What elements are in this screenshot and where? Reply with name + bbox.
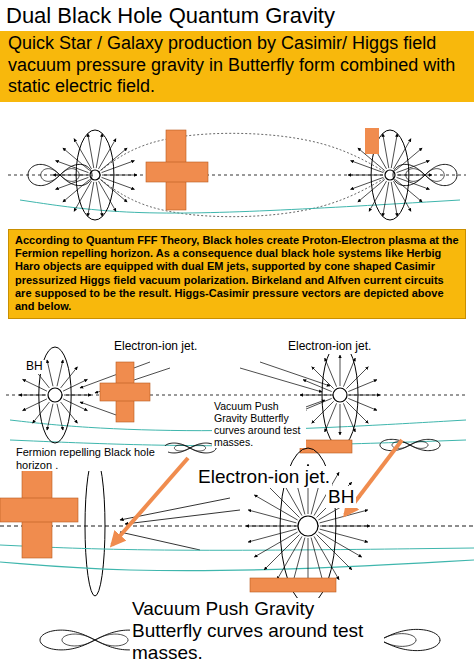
butterfly-label: Vacuum Push Gravity Butterfly curves aro… — [130, 598, 384, 664]
pressure-vector — [254, 495, 297, 520]
subtitle-panel: Quick Star / Galaxy production by Casimi… — [0, 31, 474, 102]
pressure-vector — [102, 161, 135, 173]
pressure-vector — [120, 532, 200, 550]
butterfly-curve — [380, 439, 440, 450]
butterfly-curve — [41, 169, 79, 182]
pressure-vector — [102, 175, 137, 176]
pressure-vector — [320, 526, 370, 527]
test-mass — [146, 162, 208, 182]
axis-line — [0, 526, 474, 527]
pressure-vector — [320, 510, 368, 523]
pressure-vector — [383, 182, 389, 216]
pressure-vector — [254, 532, 297, 557]
pressure-vector — [320, 529, 368, 542]
pressure-vector — [102, 177, 135, 189]
test-mass — [100, 383, 150, 401]
pressure-vector — [23, 379, 47, 391]
black-hole — [333, 388, 347, 402]
pressure-vector — [318, 532, 361, 557]
black-hole — [48, 388, 62, 402]
panel-text: Quick Star / Galaxy production by Casimi… — [8, 33, 466, 98]
pressure-vector — [348, 398, 377, 410]
black-hole-label: BH — [24, 360, 45, 374]
pressure-vector — [397, 177, 430, 189]
horizon-label: Fermion repelling Black hole horizon . — [14, 446, 168, 471]
axis-line — [6, 395, 468, 396]
butterfly-curve — [406, 169, 444, 182]
pressure-vector — [47, 360, 53, 386]
jet-label: Electron-ion jet. — [196, 466, 332, 488]
pressure-vector — [57, 360, 63, 386]
pressure-vector — [260, 362, 330, 386]
butterfly-curve — [164, 443, 216, 453]
text-panel: According to Quantum FFF Theory, Black h… — [8, 229, 466, 319]
butterfly-curve — [393, 164, 457, 185]
pressure-vector — [96, 134, 102, 168]
page-title: Dual Black Hole Quantum Gravity — [6, 3, 335, 29]
pressure-vector — [88, 182, 94, 216]
test-mass — [365, 128, 379, 154]
pressure-vector — [19, 395, 46, 396]
field-line — [0, 545, 474, 550]
horizon-cone — [85, 456, 105, 596]
field-line — [0, 560, 474, 571]
black-hole-label: BH — [326, 486, 356, 508]
butterfly-curve — [28, 164, 92, 185]
pressure-vector — [300, 395, 331, 396]
pressure-vector — [248, 529, 296, 542]
pressure-vector — [63, 399, 87, 411]
pressure-vector — [351, 161, 384, 173]
pressure-vector — [246, 526, 296, 527]
jet-label: Electron-ion jet. — [286, 340, 373, 354]
pressure-vector — [88, 134, 94, 168]
pressure-vector — [397, 161, 430, 173]
test-mass — [300, 440, 352, 453]
panel-text: According to Quantum FFF Theory, Black h… — [15, 234, 459, 313]
pressure-vector — [96, 182, 102, 216]
pressure-vector — [348, 380, 377, 392]
pressure-vector — [340, 404, 341, 435]
black-hole — [298, 516, 318, 536]
axis-line — [8, 175, 466, 176]
butterfly-label: Vacuum Push Gravity Butterfly curves aro… — [212, 400, 306, 448]
butterfly-curve — [62, 634, 128, 646]
butterfly-curve — [174, 445, 205, 451]
pressure-vector — [56, 177, 89, 189]
pressure-vector — [64, 395, 91, 396]
pressure-vector — [47, 404, 53, 430]
pressure-vector — [63, 379, 87, 391]
pressure-vector — [56, 161, 89, 173]
test-mass — [0, 498, 78, 522]
pressure-vector — [383, 134, 389, 168]
field-line — [20, 200, 460, 213]
pressure-vector — [351, 177, 384, 189]
jet-label: Electron-ion jet. — [112, 340, 199, 354]
pressure-vector — [57, 404, 63, 430]
pressure-vector — [240, 368, 322, 392]
field-line — [95, 175, 390, 217]
pressure-vector — [340, 355, 341, 386]
pressure-vector — [23, 399, 47, 411]
pressure-vector — [391, 134, 397, 168]
pressure-vector — [391, 182, 397, 216]
pressure-vector — [53, 175, 88, 176]
horizon-cone — [322, 343, 358, 447]
pressure-vector — [348, 175, 383, 176]
pressure-vector — [248, 510, 296, 523]
pressure-vector — [303, 398, 332, 410]
pressure-vector — [349, 395, 380, 396]
pressure-vector — [397, 175, 432, 176]
pressure-vector — [303, 380, 332, 392]
horizon-cone — [76, 130, 114, 220]
test-mass — [250, 578, 336, 592]
field-line — [95, 133, 390, 175]
